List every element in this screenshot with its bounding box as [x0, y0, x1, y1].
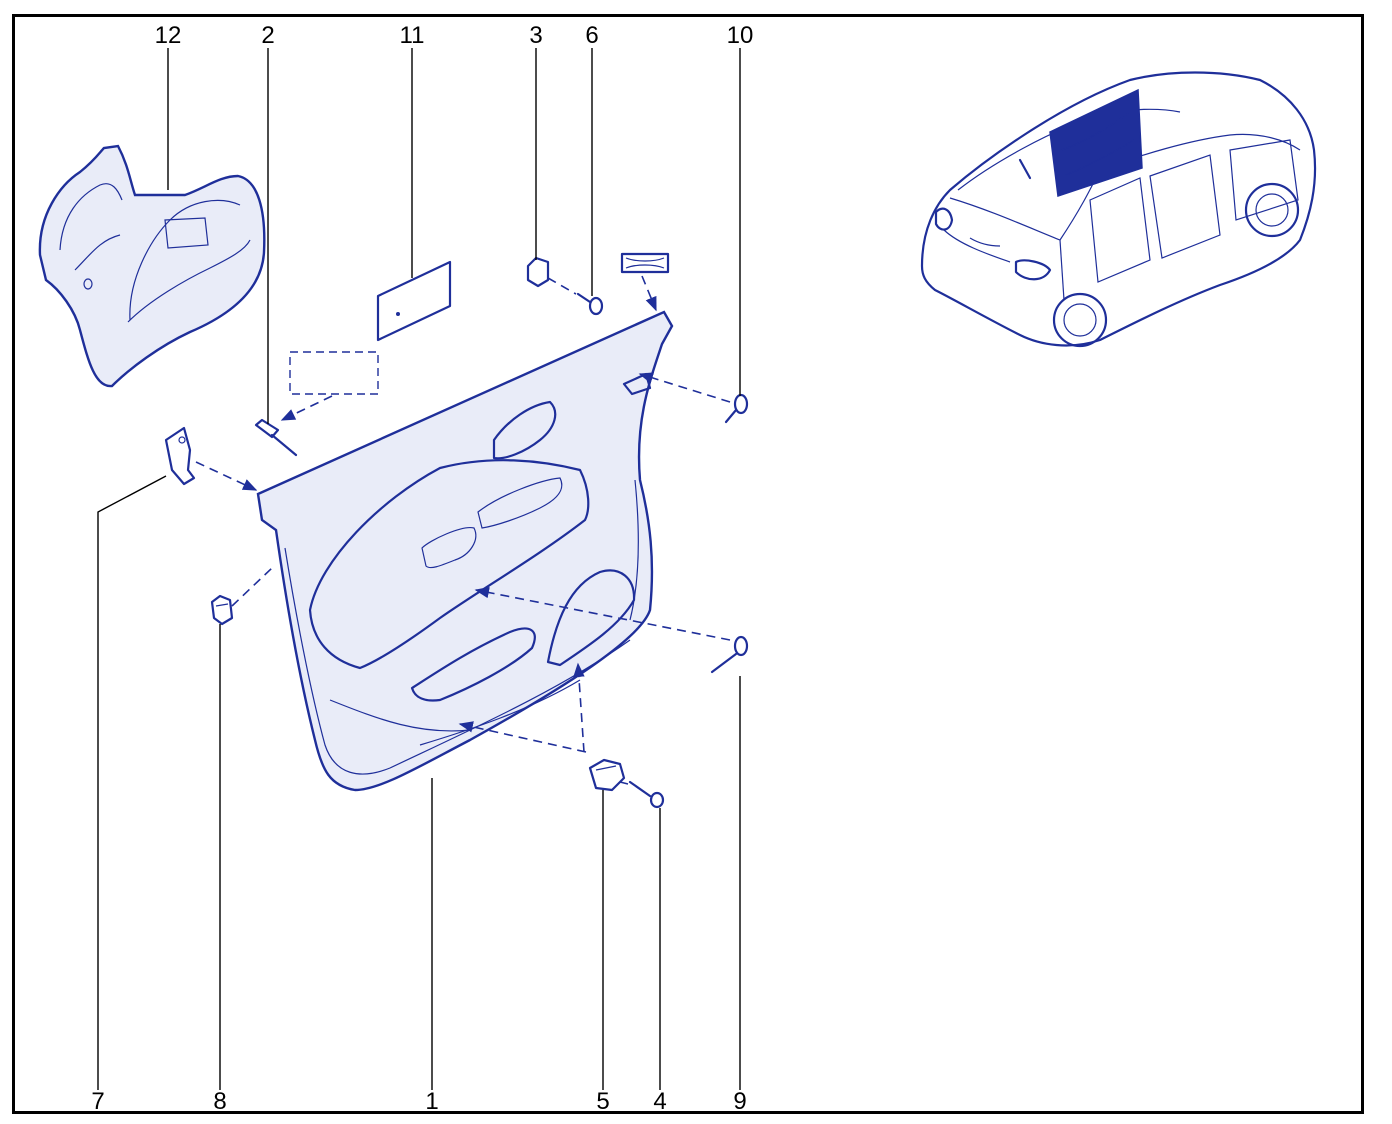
plug-9: [710, 635, 749, 674]
highlighted-door: [1049, 88, 1143, 198]
clip-2: [254, 418, 298, 457]
callout-5: 5: [596, 1088, 610, 1115]
callout-12: 12: [154, 22, 182, 49]
insulation-panel-12: [38, 144, 266, 388]
assembly-arrows: [195, 275, 731, 785]
leader-lines: [97, 48, 741, 1090]
plug-8: [210, 594, 234, 626]
door-trim-panel-1: [256, 310, 674, 792]
callout-3: 3: [529, 22, 543, 49]
callout-6: 6: [585, 22, 599, 49]
plug-10: [724, 393, 749, 424]
screw-6: [576, 292, 604, 316]
callout-4: 4: [653, 1088, 667, 1115]
pad-11: [376, 260, 452, 342]
callout-2: 2: [261, 22, 275, 49]
screw-4: [628, 780, 665, 809]
callout-9: 9: [733, 1088, 747, 1115]
callout-7: 7: [91, 1088, 105, 1115]
clip-3: [526, 256, 550, 288]
vehicle-locator-illustration: [920, 71, 1317, 348]
clip-5: [588, 758, 626, 792]
seal-patch: [620, 252, 670, 274]
bracket-7: [164, 426, 196, 486]
pad-11-hole: [396, 312, 400, 316]
callout-10: 10: [726, 22, 754, 49]
pad-11-dashed-outline: [289, 351, 379, 395]
callout-1: 1: [425, 1088, 439, 1115]
callout-11: 11: [399, 22, 425, 49]
callout-8: 8: [213, 1088, 227, 1115]
